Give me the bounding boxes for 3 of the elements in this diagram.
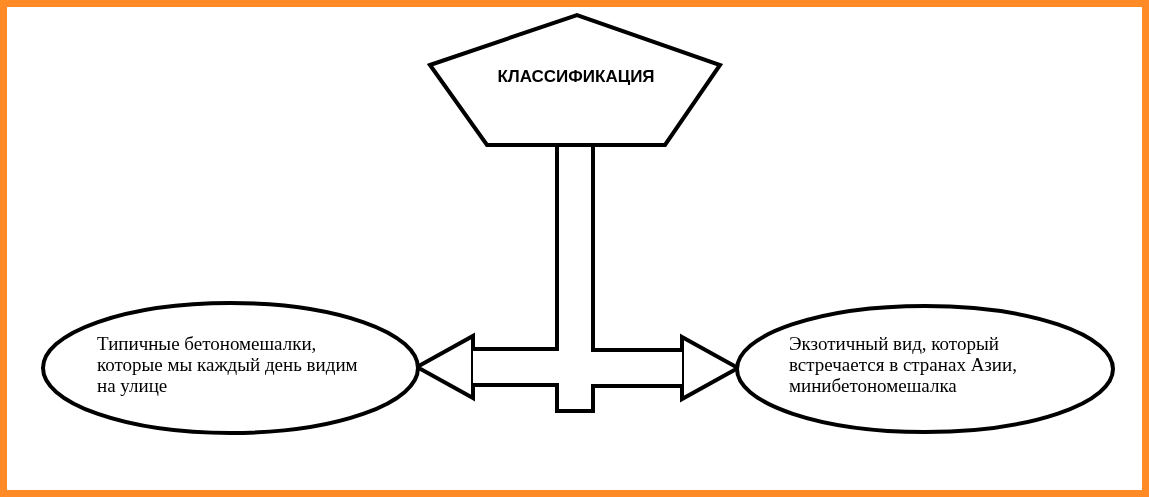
heading-text: КЛАССИФИКАЦИЯ bbox=[496, 68, 656, 87]
node-text: Типичные бетономешалки, которые мы каждый день видим на улице bbox=[97, 334, 359, 397]
node-text: Экзотичный вид, который встречается в странах Азии, минибетономешалка bbox=[789, 334, 1018, 397]
